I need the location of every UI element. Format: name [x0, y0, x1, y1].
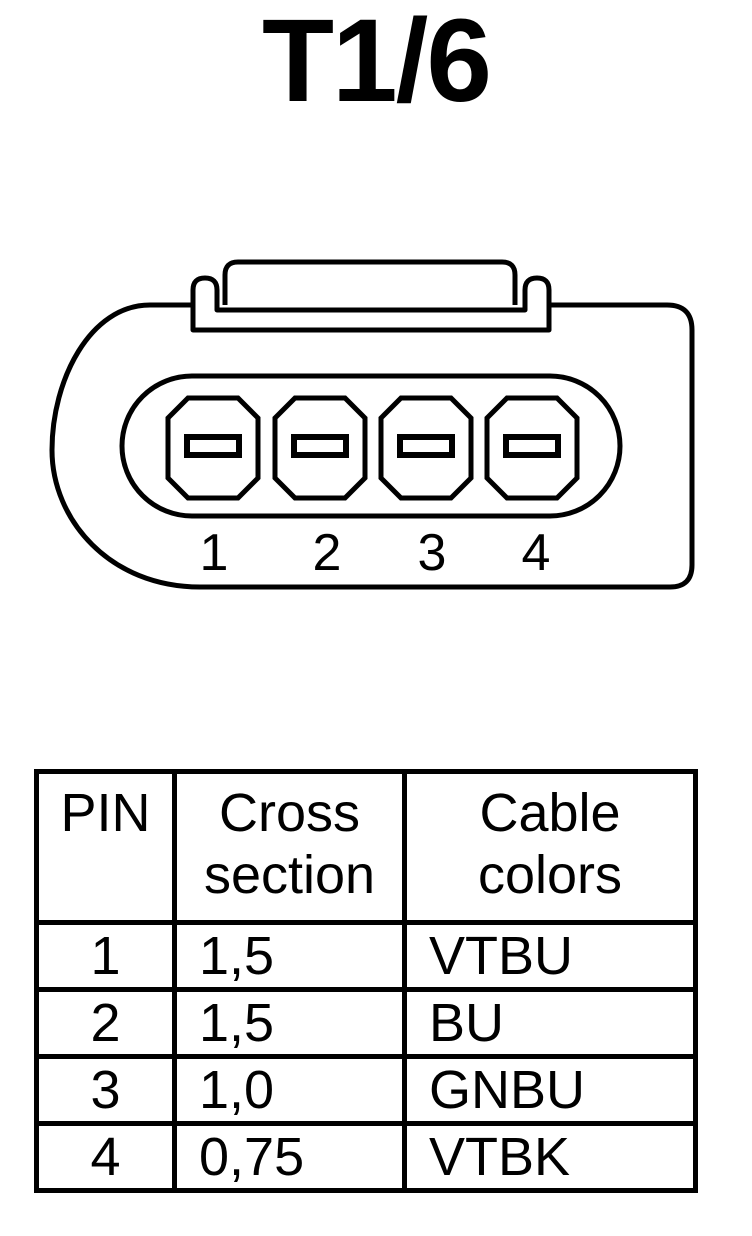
pin-2	[272, 395, 368, 501]
table-row: 1 1,5 VTBU	[34, 920, 698, 992]
cell-pin: 4	[34, 1121, 177, 1193]
pin-4	[484, 395, 580, 501]
pin-assignment-table: PIN Cross section Cable colors 1 1,5 VTB…	[34, 769, 698, 1193]
cell-cable-color: BU	[402, 987, 698, 1059]
connector-latch	[222, 259, 518, 305]
pin-contact	[184, 434, 242, 458]
cell-pin: 3	[34, 1054, 177, 1126]
pin-contact	[291, 434, 349, 458]
table-header-row: PIN Cross section Cable colors	[34, 769, 698, 925]
table-row: 3 1,0 GNBU	[34, 1054, 698, 1126]
cell-cross-section: 1,0	[172, 1054, 407, 1126]
cell-pin: 2	[34, 987, 177, 1059]
pin-number-label: 2	[313, 524, 342, 582]
pin-contact	[503, 434, 561, 458]
pin-contact	[397, 434, 455, 458]
pin-number-label: 3	[418, 524, 447, 582]
pin-1	[165, 395, 261, 501]
pin-number-label: 4	[522, 524, 551, 582]
pin-cavity	[119, 373, 623, 519]
pin-socket	[484, 395, 580, 501]
cell-pin: 1	[34, 920, 177, 992]
table-row: 2 1,5 BU	[34, 987, 698, 1059]
connector-housing-outline	[49, 302, 695, 590]
header-cross-section-line2: section	[203, 845, 376, 905]
header-pin: PIN	[34, 769, 177, 925]
pin-number-label: 1	[200, 524, 229, 582]
header-cable-colors-line1: Cable	[479, 783, 621, 843]
pin-3	[378, 395, 474, 501]
header-cross-section: Cross section	[172, 769, 407, 925]
connector-diagram: 1 2 3 4	[49, 259, 695, 590]
cell-cross-section: 1,5	[172, 987, 407, 1059]
pin-socket	[272, 395, 368, 501]
pin-socket	[378, 395, 474, 501]
latch-clip-left	[190, 275, 552, 333]
header-cross-section-line1: Cross	[218, 783, 360, 843]
header-cable-colors-line2: colors	[477, 845, 623, 905]
cell-cross-section: 0,75	[172, 1121, 407, 1193]
pin-socket	[165, 395, 261, 501]
table-row: 4 0,75 VTBK	[34, 1121, 698, 1193]
cell-cable-color: GNBU	[402, 1054, 698, 1126]
header-cable-colors: Cable colors	[402, 769, 698, 925]
cell-cable-color: VTBK	[402, 1121, 698, 1193]
cell-cross-section: 1,5	[172, 920, 407, 992]
connector-title: T1/6	[261, 0, 492, 127]
cell-cable-color: VTBU	[402, 920, 698, 992]
